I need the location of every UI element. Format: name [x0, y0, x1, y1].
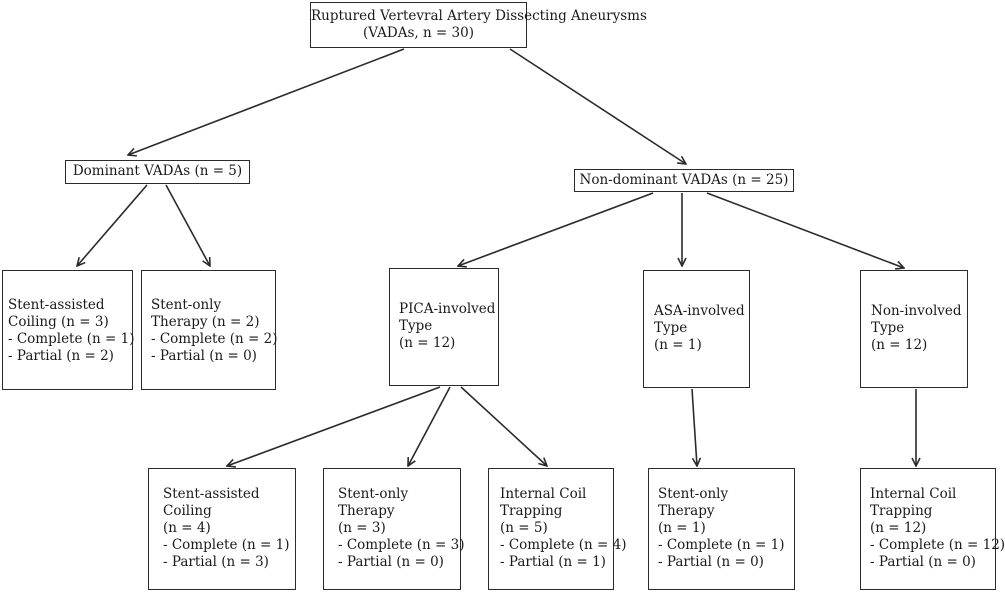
- node-line: - Partial (n = 3): [163, 554, 269, 570]
- node-line: - Complete (n = 2): [151, 331, 278, 347]
- node-line: - Partial (n = 1): [500, 554, 606, 570]
- node-line: Trapping: [870, 503, 933, 519]
- node-non-involved-internal-coil-trapping: Internal Coil Trapping (n = 12) - Comple…: [860, 468, 1005, 590]
- arrow-pica-to-pica_sac: [227, 386, 441, 466]
- node-asa-involved-type: ASA-involved Type (n = 1): [643, 270, 750, 388]
- node-line: Stent-only: [151, 297, 222, 313]
- arrow-dominant-to-dom_sac: [77, 184, 148, 266]
- arrow-nondominant-to-pica: [458, 192, 654, 266]
- node-line: Trapping: [500, 503, 563, 519]
- node-line: ASA-involved: [654, 303, 745, 319]
- node-pica-involved-type: PICA-involved Type (n = 12): [389, 268, 499, 386]
- node-line: (n = 1): [654, 337, 702, 353]
- node-line: - Partial (n = 0): [658, 554, 764, 570]
- node-line: (n = 12): [399, 335, 456, 351]
- node-line: - Partial (n = 2): [8, 348, 114, 364]
- node-line: Dominant VADAs (n = 5): [72, 163, 243, 179]
- node-line: (n = 3): [338, 520, 386, 536]
- node-pica-stent-assisted-coiling: Stent-assisted Coiling (n = 4) - Complet…: [148, 468, 296, 590]
- node-line: Therapy: [658, 503, 715, 519]
- node-line: Type: [654, 320, 688, 336]
- node-asa-stent-only-therapy: Stent-only Therapy (n = 1) - Complete (n…: [648, 468, 795, 590]
- node-line: - Complete (n = 1): [163, 537, 290, 553]
- node-line: (n = 1): [658, 520, 706, 536]
- node-line: (n = 5): [500, 520, 548, 536]
- arrow-nondominant-to-noninv: [706, 192, 904, 268]
- node-line: PICA-involved: [399, 301, 496, 317]
- node-line: Stent-assisted: [163, 486, 260, 502]
- node-line: (n = 4): [163, 520, 211, 536]
- node-line: - Partial (n = 0): [151, 348, 257, 364]
- node-line: - Complete (n = 4): [500, 537, 627, 553]
- node-line: Coiling: [163, 503, 212, 519]
- node-line: - Complete (n = 12): [870, 537, 1005, 553]
- node-line: - Partial (n = 0): [870, 554, 976, 570]
- node-line: (n = 12): [871, 337, 928, 353]
- node-line: - Complete (n = 1): [8, 331, 135, 347]
- arrow-asa-to-asa_so: [691, 388, 697, 466]
- node-line: Stent-only: [658, 486, 729, 502]
- node-line: Non-dominant VADAs (n = 25): [579, 172, 789, 188]
- node-line: Stent-only: [338, 486, 409, 502]
- node-line: (VADAs, n = 30): [363, 25, 474, 41]
- node-line: Internal Coil: [500, 486, 587, 502]
- node-line: - Complete (n = 3): [338, 537, 465, 553]
- node-line: Stent-assisted: [8, 297, 105, 313]
- node-dominant: Dominant VADAs (n = 5): [65, 160, 250, 184]
- arrow-root-to-dominant: [128, 48, 405, 155]
- node-dominant-stent-only-therapy: Stent-only Therapy (n = 2) - Complete (n…: [141, 270, 278, 390]
- arrow-dominant-to-dom_so: [165, 184, 210, 266]
- arrow-root-to-nondominant: [509, 48, 686, 164]
- arrow-pica-to-pica_so: [408, 386, 451, 466]
- node-line: Therapy: [338, 503, 395, 519]
- node-pica-internal-coil-trapping: Internal Coil Trapping (n = 5) - Complet…: [488, 468, 627, 590]
- node-line: Type: [871, 320, 905, 336]
- node-line: Internal Coil: [870, 486, 957, 502]
- node-line: Therapy (n = 2): [151, 314, 260, 330]
- node-line: - Partial (n = 0): [338, 554, 444, 570]
- node-line: Type: [399, 318, 433, 334]
- node-line: (n = 12): [870, 520, 927, 536]
- node-dominant-stent-assisted-coiling: Stent-assisted Coiling (n = 3) - Complet…: [2, 270, 135, 390]
- node-line: - Complete (n = 1): [658, 537, 785, 553]
- node-line: Non-involved: [871, 303, 962, 319]
- arrow-pica-to-pica_ict: [460, 386, 547, 466]
- node-nondominant: Non-dominant VADAs (n = 25): [574, 169, 794, 192]
- node-line: Coiling (n = 3): [8, 314, 109, 330]
- node-line: Ruptured Vertevral Artery Dissecting Ane…: [311, 8, 647, 24]
- node-non-involved-type: Non-involved Type (n = 12): [860, 270, 968, 388]
- node-pica-stent-only-therapy: Stent-only Therapy (n = 3) - Complete (n…: [323, 468, 465, 590]
- node-root: Ruptured Vertevral Artery Dissecting Ane…: [310, 2, 647, 48]
